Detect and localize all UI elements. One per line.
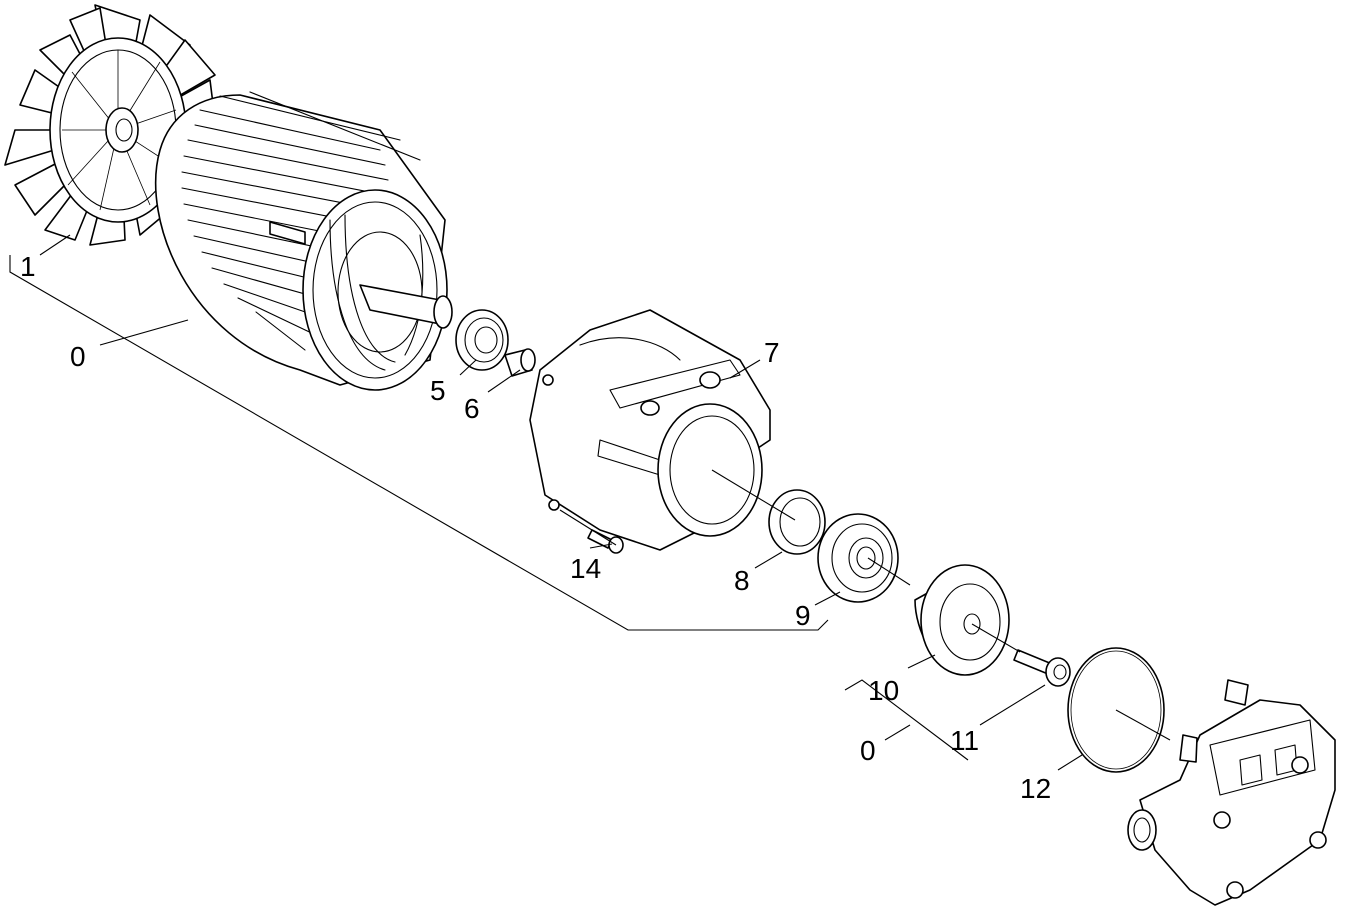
- sleeve-6: [504, 348, 536, 377]
- bearing-5: [455, 309, 509, 371]
- callout-11: 11: [950, 725, 979, 756]
- callout-8: 8: [734, 565, 750, 596]
- callout-6: 6: [464, 393, 480, 424]
- callout-14: 14: [570, 553, 601, 584]
- callout-5: 5: [430, 375, 446, 406]
- callout-0-pump: 0: [860, 735, 876, 766]
- leader-lines: [9, 234, 1171, 771]
- bolt-11: [1013, 649, 1071, 687]
- callout-0-motor: 0: [70, 341, 86, 372]
- motor-housing: [154, 91, 453, 391]
- o-ring-12: [1067, 647, 1165, 773]
- flange-housing: [529, 309, 771, 551]
- pump-head: [1127, 679, 1336, 906]
- callout-labels: 1 0 5 6 7 14 8 9 10 11 0 12: [20, 251, 1051, 804]
- seal-8: [768, 489, 826, 555]
- swash-plate-10: [914, 564, 1010, 676]
- callout-10: 10: [868, 675, 899, 706]
- callout-12: 12: [1020, 773, 1051, 804]
- bearing-9: [817, 513, 899, 603]
- callout-1: 1: [20, 251, 36, 282]
- callout-7: 7: [764, 337, 780, 368]
- callout-9: 9: [795, 600, 811, 631]
